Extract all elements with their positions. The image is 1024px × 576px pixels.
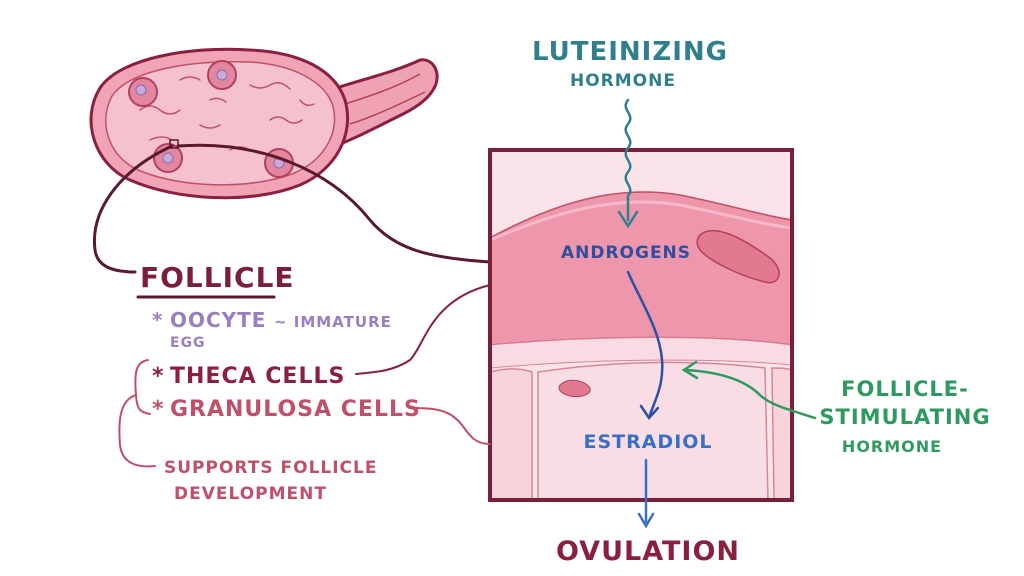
granulosa-nucleus (558, 379, 591, 398)
label-connectors (118, 284, 491, 468)
granulosa-cell-left (489, 368, 533, 501)
fsh-label-line3: Hormone (842, 437, 942, 456)
fsh-label-line1: Follicle- (841, 377, 969, 401)
theca-bullet: * (152, 364, 165, 389)
follicle-label: Follicle (140, 261, 295, 294)
ovary-ligament (328, 58, 439, 151)
granulosa-bullet: * (152, 397, 165, 422)
supports-bracket (118, 394, 156, 468)
androgens-to-estradiol-arrow (626, 270, 664, 421)
theca-connector (355, 284, 491, 375)
lh-arrow (617, 98, 639, 229)
supports-label-line1: Supports Follicle (164, 458, 377, 478)
androgens-label: Androgens (561, 243, 691, 263)
zoom-box-frame (488, 148, 794, 502)
lh-label-line2: Hormone (570, 71, 676, 91)
ovary-follicle-2 (207, 60, 237, 90)
granulosa-label: Granulosa Cells (170, 397, 421, 422)
ovary-illustration (89, 47, 439, 200)
supports-label-line2: Development (174, 484, 327, 504)
oocyte-note: ~ Immature (274, 313, 392, 331)
cells-bracket (134, 359, 151, 415)
follicle-cross-section (488, 148, 794, 502)
theca-cell (696, 229, 780, 284)
fsh-arrow (681, 360, 817, 420)
zoom-marker (169, 139, 179, 149)
granulosa-connector (413, 407, 491, 445)
granulosa-cell-right (771, 367, 793, 501)
ovulation-label: Ovulation (556, 536, 740, 567)
theca-label: Theca Cells (170, 364, 345, 389)
lh-label-line1: Luteinizing (532, 37, 728, 67)
estradiol-label: Estradiol (583, 431, 712, 453)
oocyte-label: Oocyte (170, 308, 266, 332)
estradiol-to-ovulation-arrow (637, 458, 655, 529)
ovary-follicle-1 (128, 77, 158, 107)
granulosa-cell-center (537, 361, 769, 501)
zoom-lines (92, 143, 492, 274)
oocyte-note-line2: Egg (170, 335, 206, 351)
fsh-label-line2: Stimulating (819, 405, 990, 429)
oocyte-bullet: * (152, 308, 163, 332)
